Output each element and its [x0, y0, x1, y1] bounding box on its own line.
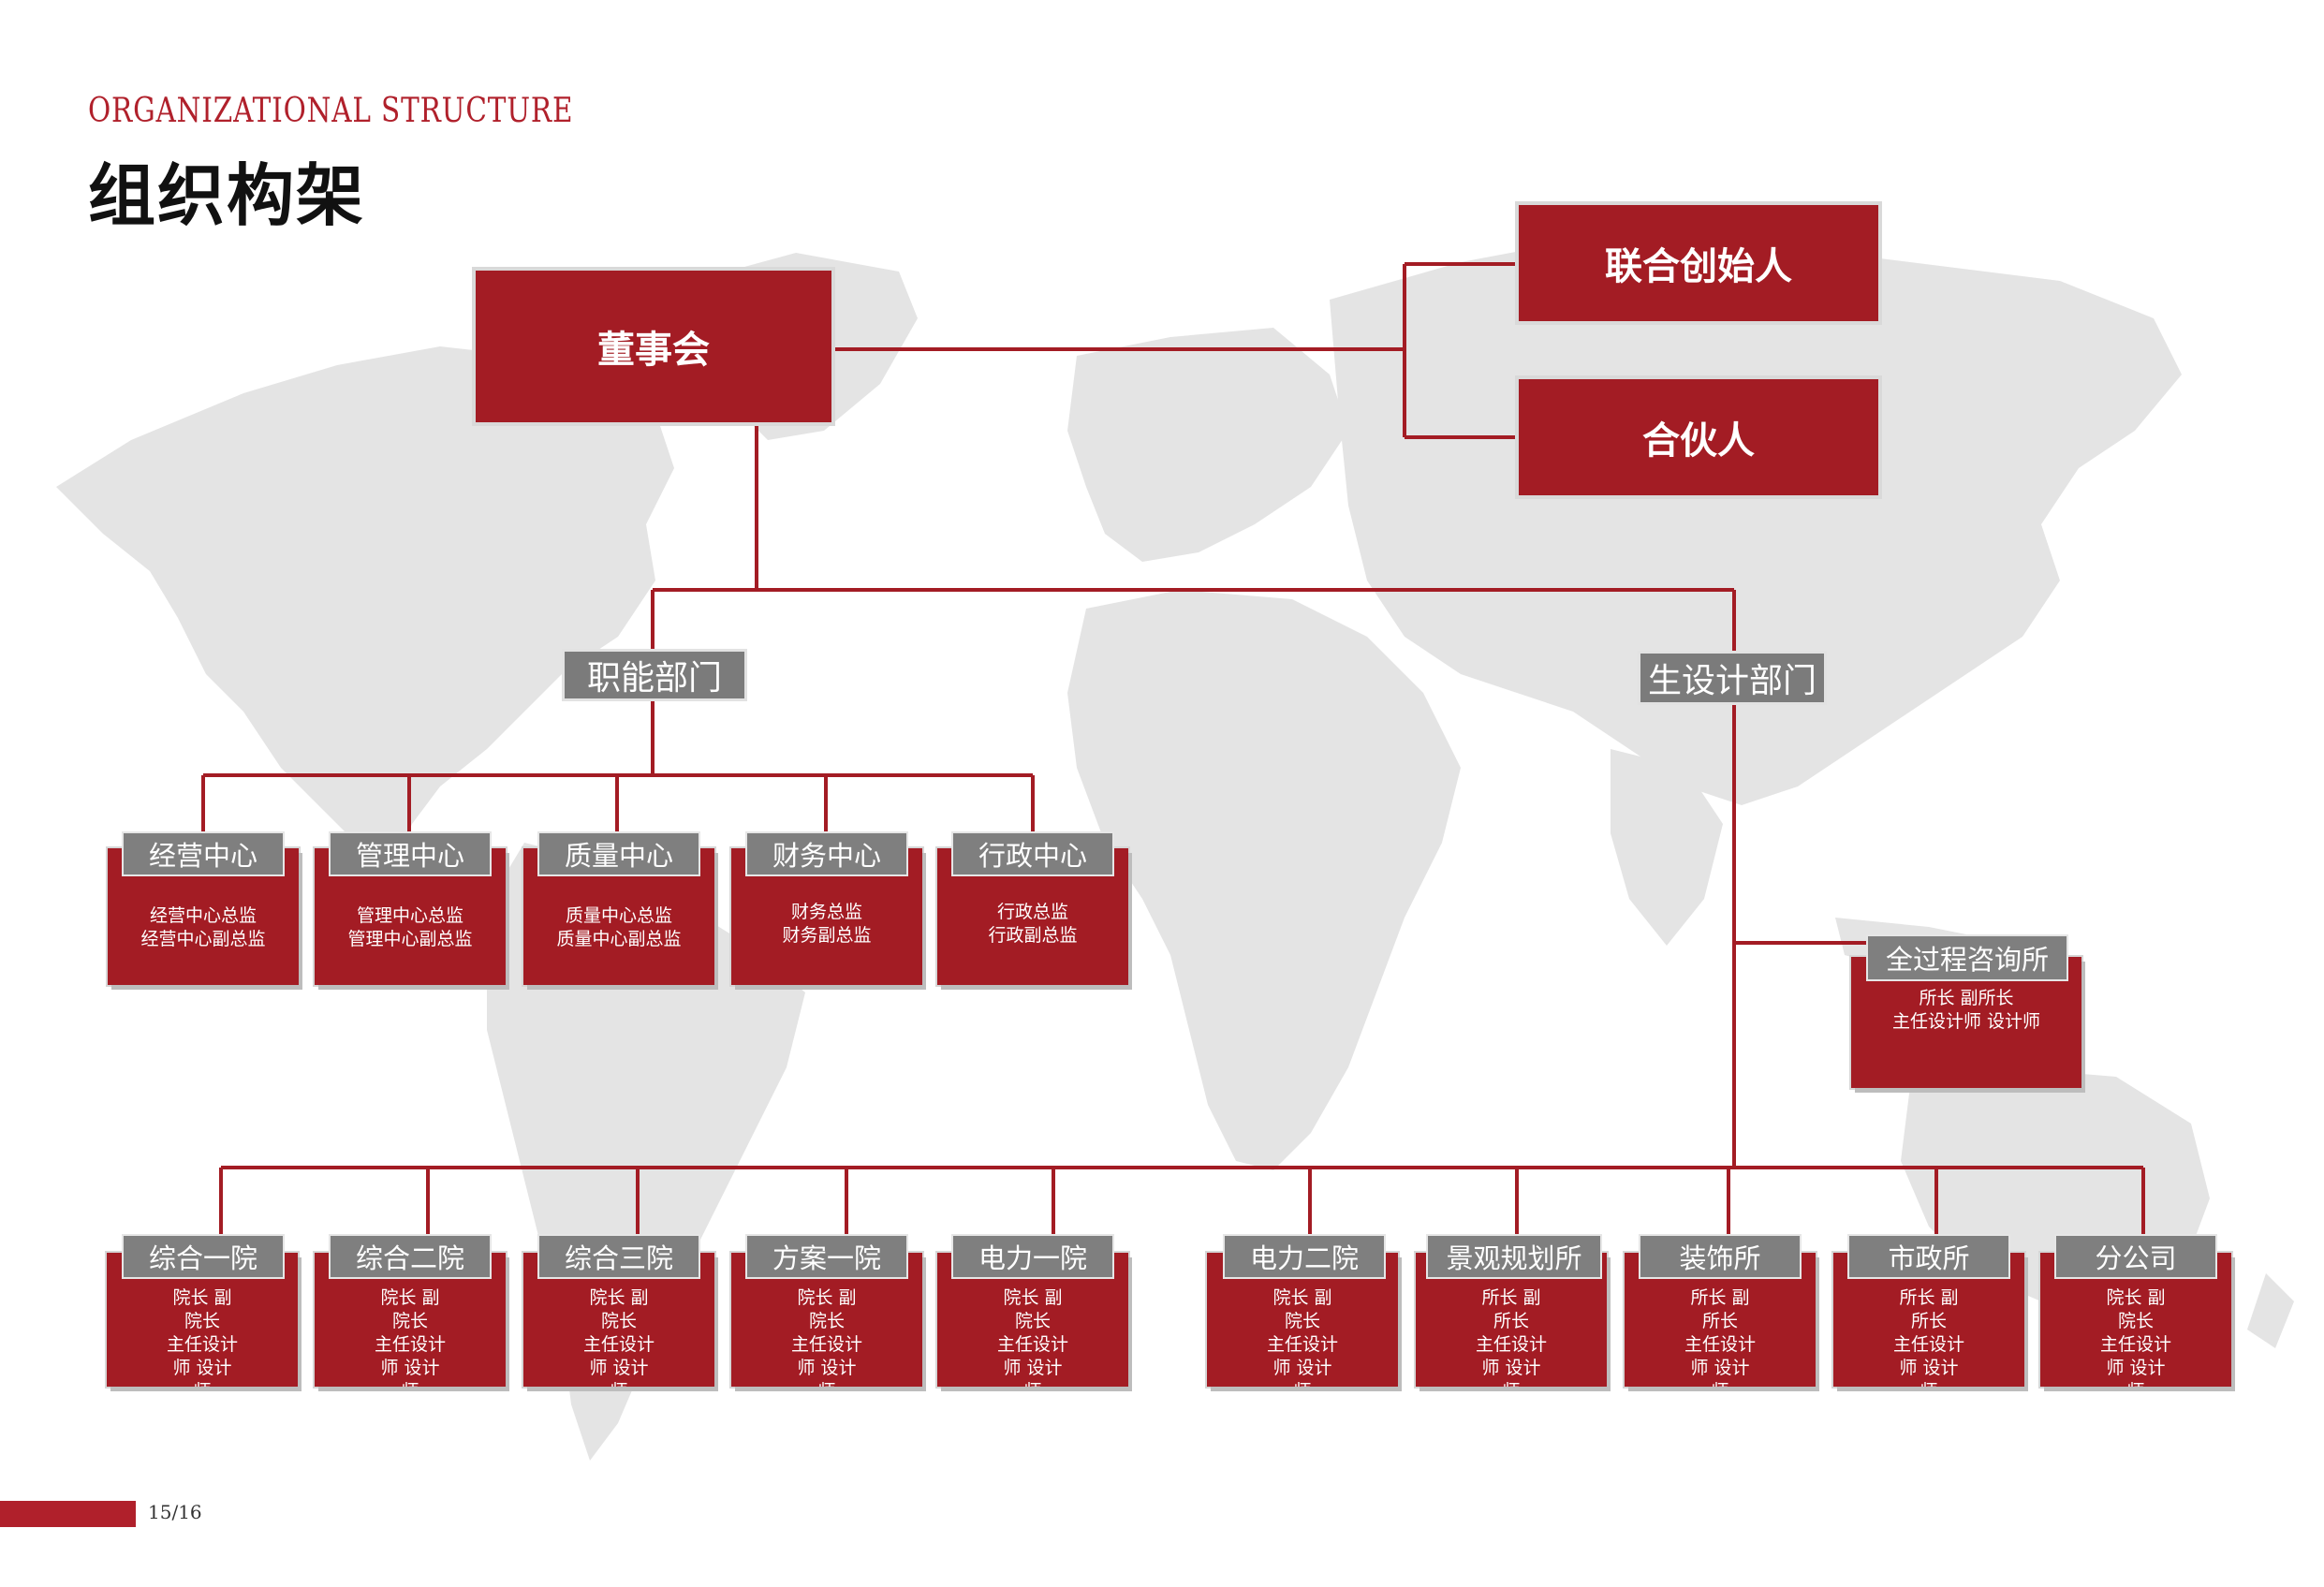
design-unit-detail: 院长 副 院长 主任设计 师 设计 师	[582, 1287, 655, 1387]
design-unit-detail: 所长 副 所长 主任设计 师 设计 师	[1684, 1287, 1756, 1387]
design-unit-tab: 方案一院	[745, 1234, 908, 1279]
function-center-detail: 质量中心总监 质量中心副总监	[556, 905, 682, 949]
design-unit-detail: 所长 副 所长 主任设计 师 设计 师	[1892, 1287, 1964, 1387]
page-number: 15/16	[148, 1501, 202, 1523]
page-title: 组织构架	[88, 156, 366, 235]
design-unit-tab: 装饰所	[1639, 1234, 1802, 1279]
function-center-tab: 经营中心	[122, 831, 285, 876]
board-box: 董事会	[476, 271, 831, 422]
design-unit-detail: 院长 副 院长 主任设计 师 设计 师	[2099, 1287, 2171, 1387]
design-unit-tab: 市政所	[1847, 1234, 2010, 1279]
function-center-detail: 经营中心总监 经营中心副总监	[140, 905, 266, 949]
design-unit-detail: 院长 副 院长 主任设计 师 设计 师	[790, 1287, 862, 1387]
design-unit-detail: 院长 副 院长 主任设计 师 设计 师	[374, 1287, 446, 1387]
function-center-detail: 财务总监 财务副总监	[782, 902, 872, 946]
function-center-tab: 财务中心	[745, 831, 908, 876]
cofounder-box: 联合创始人	[1519, 205, 1878, 321]
design-unit-detail: 所长 副 所长 主任设计 师 设计 师	[1475, 1287, 1547, 1387]
design-unit-tab: 综合三院	[537, 1234, 700, 1279]
function-center-tab: 行政中心	[951, 831, 1114, 876]
function-center-detail: 行政总监 行政副总监	[988, 902, 1078, 946]
design-unit-detail: 院长 副 院长 主任设计 师 设计 师	[166, 1287, 238, 1387]
function-center-tab: 质量中心	[537, 831, 700, 876]
design-unit-tab: 电力二院	[1223, 1234, 1386, 1279]
design-unit-tab: 电力一院	[951, 1234, 1114, 1279]
design-unit-tab: 综合一院	[122, 1234, 285, 1279]
functional-dept-label: 职能部门	[565, 652, 744, 698]
design-unit-tab: 景观规划所	[1426, 1234, 1602, 1279]
consulting-tab: 全过程咨询所	[1866, 934, 2068, 981]
design-dept-label: 生设计部门	[1640, 654, 1824, 702]
design-unit-detail: 院长 副 院长 主任设计 师 设计 师	[996, 1287, 1068, 1387]
design-unit-tab: 综合二院	[329, 1234, 492, 1279]
section-eyebrow: ORGANIZATIONAL STRUCTURE	[88, 92, 574, 130]
function-center-detail: 管理中心总监 管理中心副总监	[347, 905, 473, 949]
function-center-tab: 管理中心	[329, 831, 492, 876]
design-unit-detail: 院长 副 院长 主任设计 师 设计 师	[1266, 1287, 1338, 1387]
partner-box: 合伙人	[1519, 379, 1878, 495]
footer-accent-bar	[0, 1501, 136, 1527]
consulting-detail: 所长 副所长 主任设计师 设计师	[1891, 988, 2041, 1032]
design-unit-tab: 分公司	[2054, 1234, 2217, 1279]
